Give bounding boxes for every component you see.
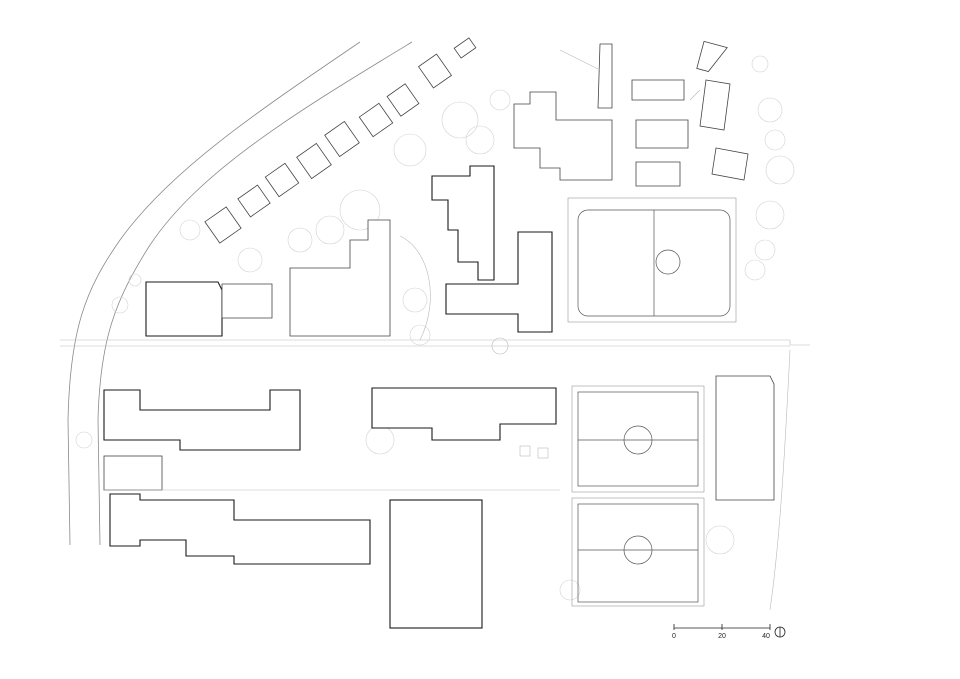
- houses-north: [204, 37, 477, 244]
- scale-label-20: 20: [718, 633, 726, 640]
- roads: [60, 41, 810, 611]
- scale-bar: 0 20 40: [672, 624, 786, 640]
- football-pitches-south: [571, 385, 705, 607]
- buildings-northeast: [513, 40, 749, 187]
- trees: [75, 55, 795, 601]
- north-arrow-icon: [774, 626, 786, 638]
- scale-label-0: 0: [672, 633, 676, 640]
- football-pitch-north: [567, 197, 737, 323]
- buildings-central: [103, 375, 775, 629]
- scale-label-40: 40: [762, 633, 770, 640]
- school-buildings: [145, 165, 553, 355]
